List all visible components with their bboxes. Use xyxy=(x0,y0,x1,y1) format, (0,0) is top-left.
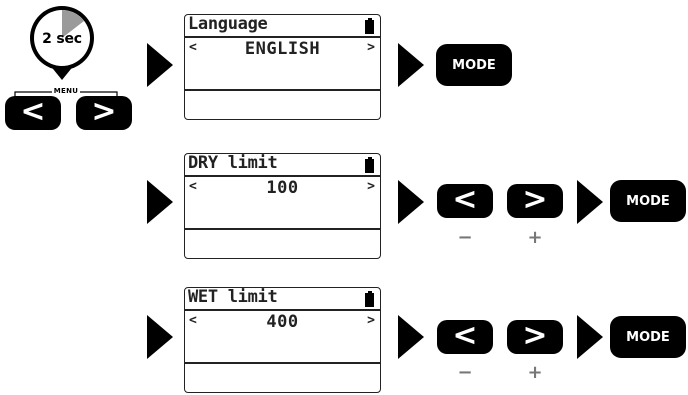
lcd-divider xyxy=(185,89,380,91)
stopwatch-icon xyxy=(30,6,94,80)
flow-arrow-icon xyxy=(398,315,424,359)
decrease-button[interactable]: < xyxy=(437,320,493,354)
flow-arrow-icon xyxy=(398,180,424,224)
lcd-title: WET limit xyxy=(188,287,278,307)
flow-arrow-icon xyxy=(577,180,603,224)
increase-button[interactable]: > xyxy=(507,184,563,218)
minus-label: − xyxy=(457,362,473,383)
flow-arrow-icon xyxy=(147,180,173,224)
timer-label: 2 sec xyxy=(42,31,82,47)
lcd-value: 400 xyxy=(266,312,299,332)
lcd-left-indicator: < xyxy=(189,40,197,55)
mode-button[interactable]: MODE xyxy=(610,180,686,222)
plus-label: + xyxy=(527,227,543,248)
increase-button[interactable]: > xyxy=(507,320,563,354)
flow-arrow-icon xyxy=(577,315,603,359)
plus-label: + xyxy=(527,362,543,383)
timer-2-sec: 2 sec xyxy=(26,0,98,84)
flow-arrow-icon xyxy=(147,43,173,87)
lcd-wet-limit-screen: WET limit < 400 > xyxy=(184,287,381,393)
lcd-divider xyxy=(185,36,380,38)
lcd-value: ENGLISH xyxy=(244,39,321,59)
lcd-title: DRY limit xyxy=(188,153,278,173)
menu-left-button[interactable]: < xyxy=(5,96,61,130)
menu-right-button[interactable]: > xyxy=(76,96,132,130)
lcd-divider xyxy=(185,309,380,311)
mode-button[interactable]: MODE xyxy=(436,44,512,86)
decrease-button[interactable]: < xyxy=(437,184,493,218)
mode-button[interactable]: MODE xyxy=(610,316,686,358)
lcd-right-indicator: > xyxy=(367,313,375,328)
lcd-divider xyxy=(185,228,380,230)
lcd-left-indicator: < xyxy=(189,179,197,194)
battery-icon xyxy=(365,18,374,34)
menu-label: MENU xyxy=(51,87,81,95)
flow-arrow-icon xyxy=(147,315,173,359)
lcd-divider xyxy=(185,362,380,364)
minus-label: − xyxy=(457,227,473,248)
lcd-divider xyxy=(185,175,380,177)
lcd-language-screen: Language < ENGLISH > xyxy=(184,14,381,120)
battery-icon xyxy=(365,291,374,307)
flow-arrow-icon xyxy=(398,43,424,87)
lcd-dry-limit-screen: DRY limit < 100 > xyxy=(184,153,381,259)
lcd-title: Language xyxy=(188,14,268,34)
lcd-right-indicator: > xyxy=(367,40,375,55)
lcd-value: 100 xyxy=(266,178,299,198)
battery-icon xyxy=(365,157,374,173)
lcd-left-indicator: < xyxy=(189,313,197,328)
menu-bracket: MENU xyxy=(12,87,120,100)
lcd-right-indicator: > xyxy=(367,179,375,194)
